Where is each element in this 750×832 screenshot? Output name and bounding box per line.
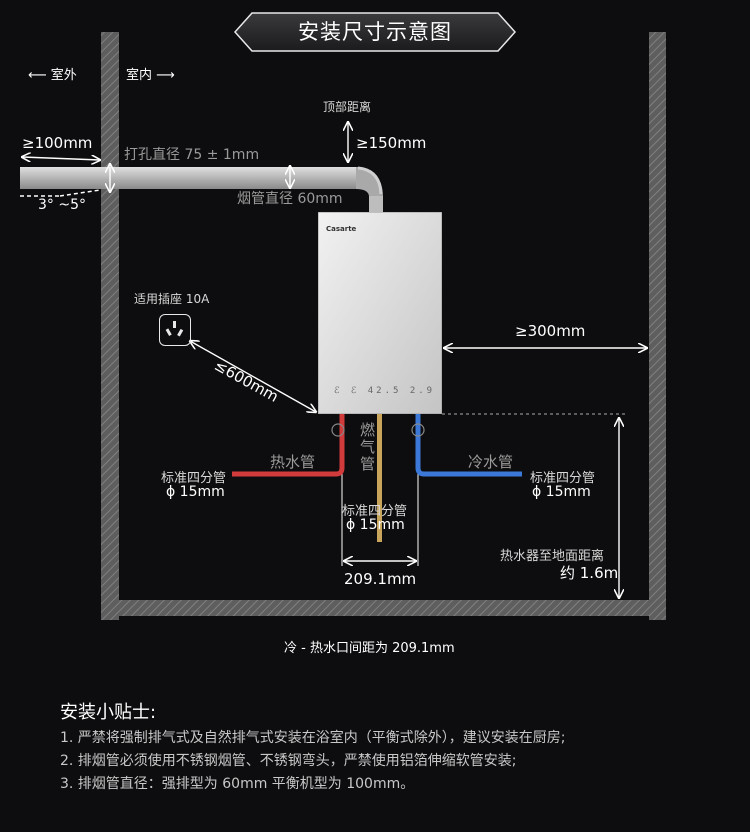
top-min-value: ≥150mm (356, 134, 427, 152)
socket-icon (159, 314, 191, 346)
gas-pipe-size: ϕ 15mm (346, 517, 405, 533)
flue-pipe (20, 166, 383, 212)
floor-distance-label: 热水器至地面距离 (500, 549, 605, 564)
socket-label: 适用插座 10A (134, 292, 210, 306)
spacing-note: 冷 - 热水口间距为 209.1mm (284, 641, 455, 656)
page-title: 安装尺寸示意图 (298, 20, 452, 44)
cold-pipe-label: 冷水管 (468, 453, 514, 471)
installation-diagram (20, 32, 666, 620)
tip-item-3: 3. 排烟管直径：强排型为 60mm 平衡机型为 100mm。 (60, 776, 415, 792)
outdoor-text: 室外 (50, 68, 77, 83)
heater-body (318, 212, 442, 414)
heater-display: ℰ ℰ 42.5 2.9 (334, 386, 436, 396)
title-banner: 安装尺寸示意图 (234, 12, 516, 52)
floor (119, 600, 649, 616)
tip-item-2: 2. 排烟管必须使用不锈钢烟管、不锈钢弯头，严禁使用铝箔伸缩软管安装; (60, 753, 517, 769)
pipe-gap-value: 209.1mm (344, 570, 417, 588)
water-heater: Casarte ℰ ℰ 42.5 2.9 (318, 212, 442, 414)
hot-water-pipe (232, 414, 345, 477)
heater-brand: Casarte (326, 225, 357, 233)
tips-title: 安装小贴士: (60, 702, 157, 723)
title-banner-frame (234, 12, 516, 52)
gas-pipe-label: 燃 气 管 (360, 421, 376, 473)
pipe-outside-value: ≥100mm (22, 134, 93, 152)
cold-water-pipe (415, 414, 522, 477)
outdoor-label: ⟵ 室外 (28, 68, 77, 83)
side-min-value: ≥300mm (515, 322, 586, 340)
floor-distance-value: 约 1.6m (560, 564, 619, 582)
cold-pipe-size: ϕ 15mm (532, 484, 591, 500)
slope-label: 3° ~5° (38, 197, 86, 213)
indoor-label: 室内 ⟶ (126, 68, 175, 83)
cold-pipe-std-label: 标准四分管 (530, 471, 596, 486)
gas-pipe (377, 414, 382, 542)
hot-pipe-size: ϕ 15mm (166, 484, 225, 500)
left-wall (101, 32, 119, 620)
gas-pipe-std-label: 标准四分管 (342, 504, 408, 519)
tip-item-1: 1. 严禁将强制排气式及自然排气式安装在浴室内（平衡式除外），建议安装在厨房; (60, 730, 566, 746)
top-distance-label: 顶部距离 (323, 100, 372, 114)
hot-pipe-std-label: 标准四分管 (161, 471, 227, 486)
socket-outlet-icon (165, 321, 184, 337)
hot-pipe-label: 热水管 (270, 453, 316, 471)
right-wall (649, 32, 666, 620)
indoor-text: 室内 (126, 68, 153, 83)
flue-diameter-label: 烟管直径 60mm (237, 191, 343, 207)
drill-diameter-label: 打孔直径 75 ± 1mm (124, 147, 260, 163)
